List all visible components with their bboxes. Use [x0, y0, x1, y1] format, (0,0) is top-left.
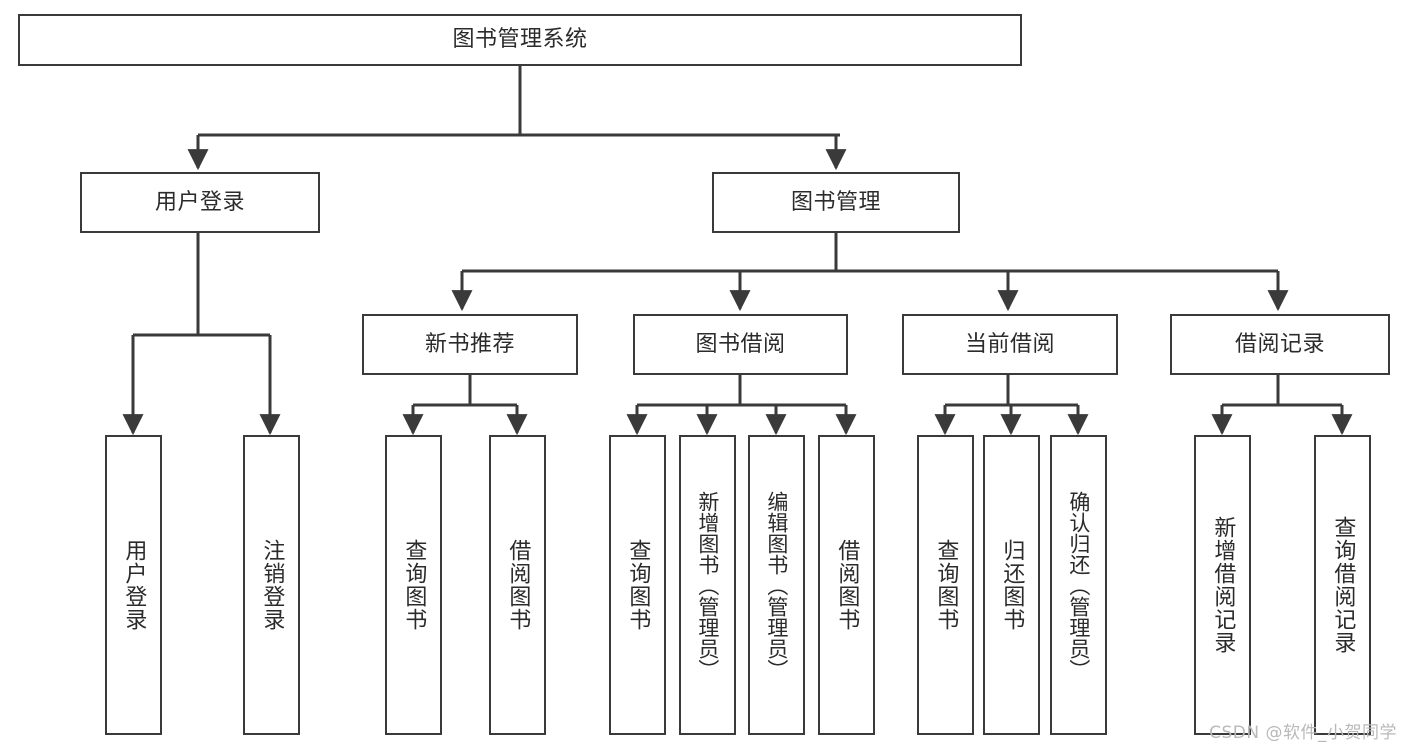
- leaf-records-query-record[interactable]: 查询借阅记录: [1314, 435, 1371, 735]
- leaf-borrow-edit-book-admin[interactable]: 编辑图书（管理员）: [748, 435, 805, 735]
- csdn-watermark: CSDN @软件_小贺同学: [1209, 723, 1397, 743]
- node-book-management[interactable]: 图书管理: [712, 172, 960, 233]
- node-new-book-recommend[interactable]: 新书推荐: [362, 314, 578, 375]
- leaf-current-query-book[interactable]: 查询图书: [917, 435, 974, 735]
- leaf-borrow-query-book[interactable]: 查询图书: [609, 435, 666, 735]
- node-borrow-records[interactable]: 借阅记录: [1170, 314, 1390, 375]
- node-root[interactable]: 图书管理系统: [18, 14, 1022, 66]
- leaf-user-login-logout[interactable]: 注销登录: [243, 435, 300, 735]
- node-user-login[interactable]: 用户登录: [80, 172, 320, 233]
- node-current-borrow[interactable]: 当前借阅: [902, 314, 1118, 375]
- leaf-records-add-record[interactable]: 新增借阅记录: [1194, 435, 1251, 735]
- leaf-new-book-query[interactable]: 查询图书: [385, 435, 442, 735]
- leaf-user-login-login[interactable]: 用户登录: [105, 435, 162, 735]
- leaf-current-return-book[interactable]: 归还图书: [983, 435, 1040, 735]
- leaf-current-confirm-return-admin[interactable]: 确认归还（管理员）: [1050, 435, 1107, 735]
- node-book-borrow[interactable]: 图书借阅: [633, 314, 848, 375]
- leaf-borrow-borrow-book[interactable]: 借阅图书: [818, 435, 875, 735]
- leaf-new-book-borrow[interactable]: 借阅图书: [489, 435, 546, 735]
- leaf-borrow-add-book-admin[interactable]: 新增图书（管理员）: [679, 435, 736, 735]
